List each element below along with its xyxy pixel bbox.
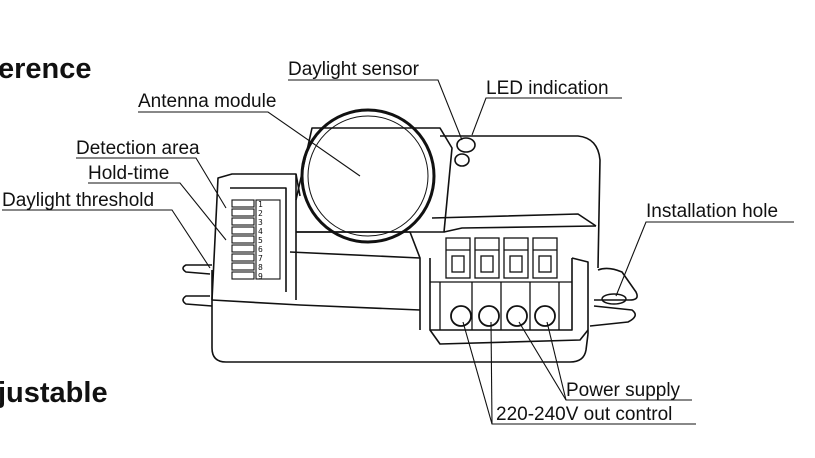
daylight-sensor-window: [456, 137, 476, 153]
dip-switch-numbers: 1 2 3 4 5 6 7 8 9: [258, 200, 263, 281]
dip-number: 5: [258, 236, 263, 245]
label-installation-hole: Installation hole: [646, 201, 778, 222]
antenna-module-dome: [300, 108, 436, 244]
antenna-module-inner: [307, 115, 429, 237]
leader-lines: [2, 79, 794, 425]
terminal-walls: [430, 281, 572, 330]
dip-number: 3: [258, 218, 263, 227]
label-daylight-sensor: Daylight sensor: [288, 59, 420, 80]
dip-number: 6: [258, 245, 263, 254]
label-antenna-module: Antenna module: [138, 91, 276, 112]
device-body: [182, 127, 638, 363]
label-power-supply: Power supply: [566, 380, 681, 401]
heading-top: erence: [0, 53, 92, 85]
label-detection-area: Detection area: [76, 138, 200, 159]
dip-number: 9: [258, 272, 263, 281]
dip-number: 1: [258, 200, 263, 209]
label-daylight-threshold: Daylight threshold: [2, 190, 154, 211]
installation-hole: [601, 293, 627, 305]
heading-bottom: justable: [0, 377, 108, 409]
label-out-control: 220-240V out control: [496, 404, 672, 425]
terminal-clamps: [445, 237, 558, 279]
dip-number: 4: [258, 227, 263, 236]
dip-number: 8: [258, 263, 263, 272]
dip-number: 2: [258, 209, 263, 218]
led-indicator: [454, 153, 470, 167]
dip-number: 7: [258, 254, 263, 263]
label-hold-time: Hold-time: [88, 163, 169, 184]
terminal-screws: [450, 305, 556, 327]
label-led-indication: LED indication: [486, 78, 609, 99]
dip-switch-bank: [231, 199, 281, 280]
